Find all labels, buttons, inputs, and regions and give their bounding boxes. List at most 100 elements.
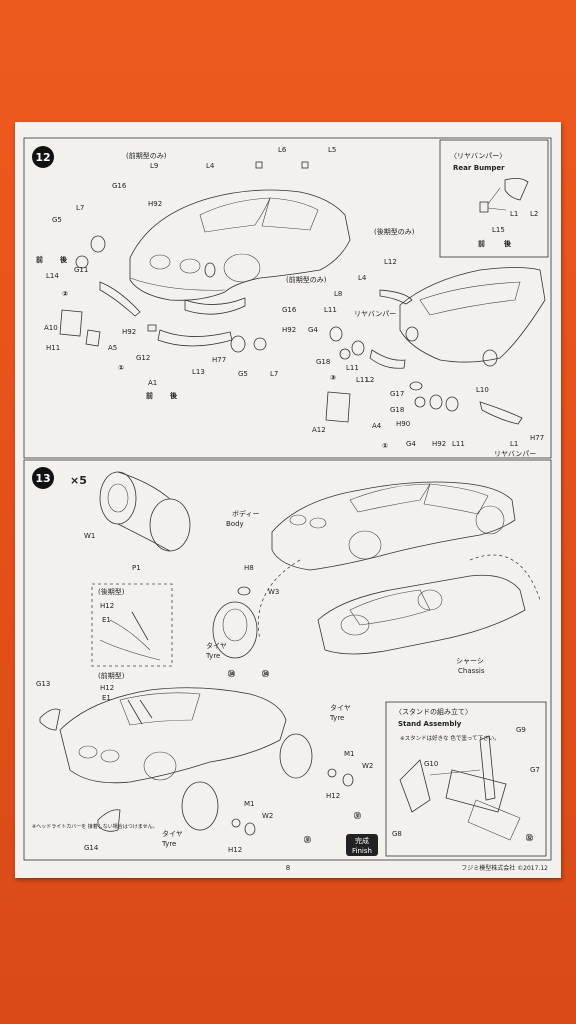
label-a12: A12 [312, 426, 326, 434]
rear-bumper-part-l15: L15 [492, 226, 505, 234]
label-g14: G14 [84, 844, 99, 852]
rear-bumper-title-en: Rear Bumper [453, 164, 505, 172]
label-a5: A5 [108, 344, 117, 352]
rear-bumper-box [439, 139, 549, 258]
label-color-31b: ㉛ [304, 835, 311, 844]
rear-bumper-part-l1: L1 [510, 210, 518, 218]
finish-en: Finish [352, 847, 372, 855]
label-early-only: (前期型のみ) [126, 151, 167, 160]
label-a10: A10 [44, 324, 58, 332]
stand-color: ㉜ [526, 833, 533, 842]
page-number: 8 [286, 864, 290, 872]
label-w3: W3 [268, 588, 279, 596]
label-l1: L1 [510, 440, 518, 448]
label-chassis-en: Chassis [458, 667, 485, 675]
label-l7-b: L7 [270, 370, 278, 378]
label-a1: A1 [148, 379, 157, 387]
label-w2: W2 [362, 762, 373, 770]
step13-body-drawing [271, 481, 516, 571]
step12-parts [59, 161, 309, 353]
label-rear-bumper-jp-b: リヤバンパー [494, 450, 536, 458]
label-body-en: Body [226, 520, 244, 528]
label-l10: L10 [476, 386, 489, 394]
finish-jp: 完成 [355, 836, 369, 845]
label-color-1-b: ① [382, 442, 388, 450]
label-tyre-en-c: Tyre [161, 840, 176, 848]
copyright: フジミ模型株式会社 ©2017.12 [461, 864, 548, 872]
label-l14: L14 [46, 272, 59, 280]
label-late-only: (後期型のみ) [374, 227, 415, 236]
label-late: (後期型) [98, 587, 125, 596]
label-l11-b: L11 [346, 364, 359, 372]
rear-bumper-front-mark: 前 [478, 239, 485, 248]
rear-bumper-title-jp: 〈リヤバンパー〉 [450, 152, 506, 160]
label-color-3: ③ [330, 374, 336, 382]
label-tyre-jp: タイヤ [206, 641, 227, 650]
label-w1: W1 [84, 532, 95, 540]
label-front-b: 前 [146, 391, 153, 400]
step13-frame [23, 459, 552, 861]
step12-labels: (前期型のみ) L9 L4 L6 L5 G16 H92 G5 L7 G11 L1… [36, 146, 544, 458]
label-h92-b: H92 [122, 328, 136, 336]
label-rear-b: 後 [169, 391, 178, 400]
label-e1-early: E1 [102, 694, 111, 702]
label-g5: G5 [52, 216, 62, 224]
label-g5-b: G5 [238, 370, 248, 378]
step12-frame [23, 137, 552, 459]
label-l4: L4 [206, 162, 215, 170]
label-g12: G12 [136, 354, 150, 362]
label-l6: L6 [278, 146, 287, 154]
label-l12: L12 [384, 258, 397, 266]
label-color-1: ① [118, 364, 124, 372]
instruction-sheet [15, 122, 561, 878]
label-l11-c: L11 [356, 376, 369, 384]
label-tyre-jp-b: タイヤ [330, 703, 351, 712]
label-h12-late: H12 [100, 602, 114, 610]
label-early: (前期型) [98, 671, 125, 680]
step13-front-car-drawing [39, 687, 287, 832]
label-color-34a: ㉞ [228, 669, 235, 678]
label-l4-b: L4 [358, 274, 367, 282]
step12-badge: 12 [32, 146, 54, 168]
variant-inset-drawing [99, 611, 161, 661]
step12-number: 12 [35, 151, 50, 164]
finish-badge: 完成 Finish [346, 834, 378, 856]
label-early-only-b: (前期型のみ) [286, 275, 327, 284]
headlight-note: ※ヘッドライトカバーを 接着しない場合はつけません。 [32, 823, 158, 830]
label-g18-b: G18 [390, 406, 404, 414]
stand-title-jp: 〈スタンドの組み立て〉 [395, 707, 472, 716]
label-g4-b: G4 [406, 440, 416, 448]
label-a4: A4 [372, 422, 382, 430]
label-h77-b: H77 [530, 434, 544, 442]
label-g11: G11 [74, 266, 88, 274]
variant-inset [91, 583, 173, 667]
label-g16-b: G16 [282, 306, 297, 314]
rear-bumper-rear-mark: 後 [503, 239, 512, 248]
label-h92-c: H92 [282, 326, 296, 334]
label-g18: G18 [316, 358, 330, 366]
rear-body-drawing [325, 267, 546, 425]
label-g16: G16 [112, 182, 127, 190]
label-h90: H90 [396, 420, 410, 428]
label-color-2: ② [62, 290, 68, 298]
label-l2: L2 [366, 376, 374, 384]
rear-bumper-part-l2: L2 [530, 210, 538, 218]
stand-title-en: Stand Assembly [398, 720, 462, 728]
step13-labels: ×5 W1 P1 ボディー Body H8 W3 タイヤ Tyre ㉞ ㉞ シャ… [32, 474, 485, 854]
label-l9: L9 [150, 162, 158, 170]
label-h11: H11 [46, 344, 60, 352]
stand-assembly-box [385, 701, 547, 857]
label-h92-d: H92 [432, 440, 446, 448]
stand-drawing [399, 735, 521, 841]
label-w2-b: W2 [262, 812, 273, 820]
rear-bumper-inset-drawing [479, 178, 529, 213]
stand-part-g8: G8 [392, 830, 402, 838]
label-h12: H12 [326, 792, 340, 800]
label-g17: G17 [390, 390, 404, 398]
label-tyre-en: Tyre [205, 652, 220, 660]
label-rear: 後 [59, 255, 68, 264]
label-h92: H92 [148, 200, 162, 208]
rear-bumper-labels: 〈リヤバンパー〉 Rear Bumper L1 L2 L15 前 後 [450, 152, 538, 248]
label-l11-d: L11 [452, 440, 465, 448]
